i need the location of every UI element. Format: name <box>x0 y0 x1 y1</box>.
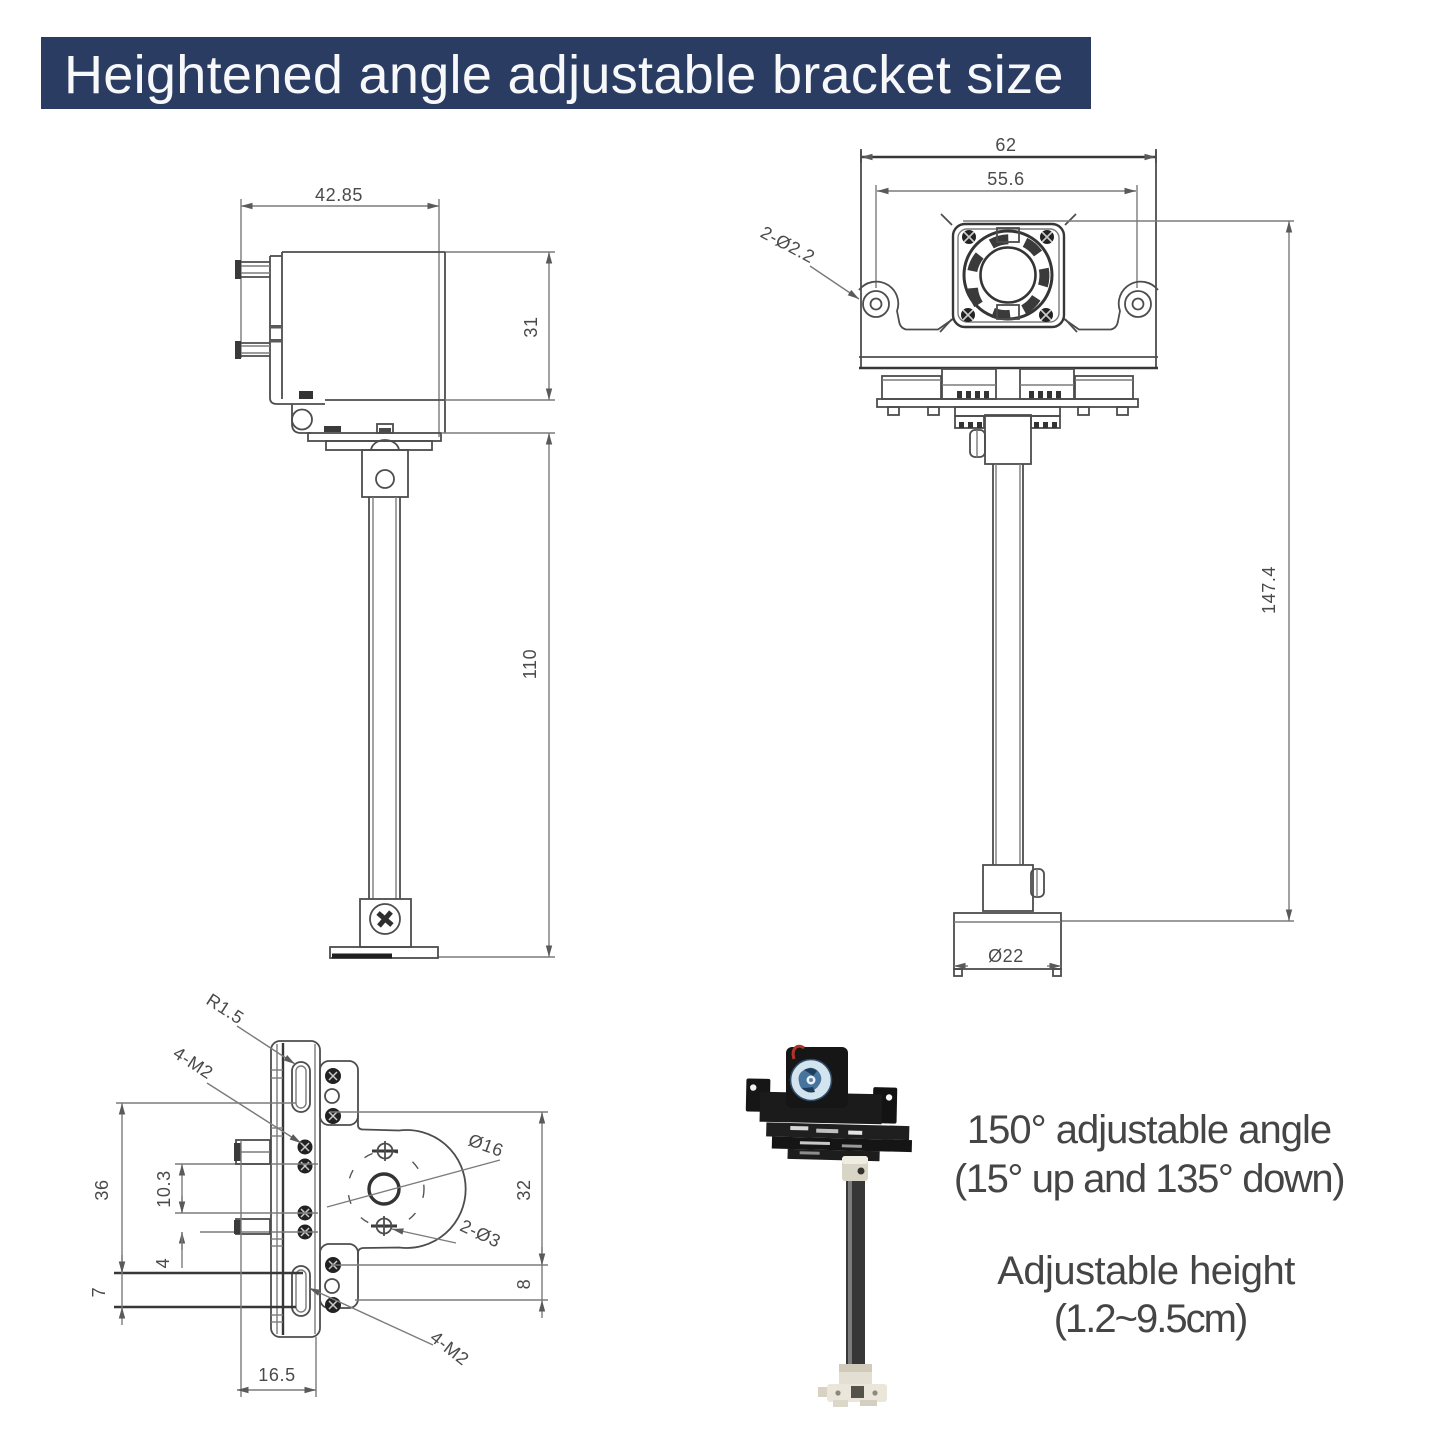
svg-text:32: 32 <box>514 1179 534 1200</box>
svg-text:42.85: 42.85 <box>315 185 363 205</box>
svg-text:(15° up and 135° down): (15° up and 135° down) <box>954 1157 1344 1201</box>
svg-text:(1.2~9.5cm): (1.2~9.5cm) <box>1054 1297 1247 1341</box>
svg-text:Ø16: Ø16 <box>466 1130 507 1161</box>
svg-text:36: 36 <box>92 1179 112 1200</box>
svg-text:4-M2: 4-M2 <box>426 1327 473 1369</box>
svg-text:R1.5: R1.5 <box>203 990 248 1029</box>
svg-text:7: 7 <box>89 1287 109 1298</box>
svg-text:2-Ø2.2: 2-Ø2.2 <box>757 222 818 267</box>
svg-text:31: 31 <box>521 316 541 337</box>
svg-text:10.3: 10.3 <box>154 1170 174 1207</box>
svg-text:110: 110 <box>520 649 540 680</box>
svg-text:8: 8 <box>514 1279 534 1290</box>
svg-text:Heightened angle adjustable br: Heightened angle adjustable bracket size <box>64 45 1064 105</box>
svg-text:147.4: 147.4 <box>1259 566 1279 614</box>
svg-text:150° adjustable angle: 150° adjustable angle <box>967 1108 1331 1152</box>
svg-text:55.6: 55.6 <box>987 169 1024 189</box>
svg-text:2-Ø3: 2-Ø3 <box>457 1216 504 1252</box>
svg-text:Adjustable height: Adjustable height <box>997 1249 1295 1293</box>
svg-text:62: 62 <box>995 135 1016 155</box>
svg-text:16.5: 16.5 <box>258 1365 295 1385</box>
svg-text:4-M2: 4-M2 <box>170 1043 217 1083</box>
svg-text:Ø22: Ø22 <box>988 946 1024 966</box>
svg-text:4: 4 <box>153 1258 173 1269</box>
